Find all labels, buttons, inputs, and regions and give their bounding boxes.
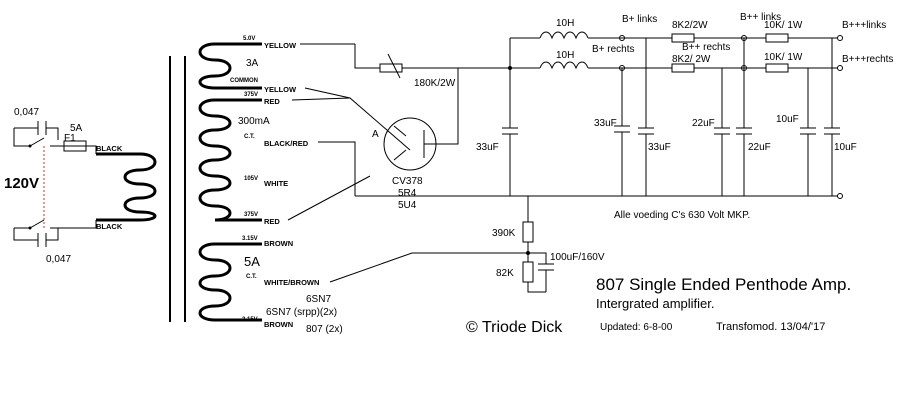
cap-c4: 22uF [692, 68, 730, 196]
bias-network: 390K 82K 100uF/160V [492, 196, 605, 293]
v-315-top: 3.15V [242, 236, 258, 242]
capacitor-note: Alle voeding C's 630 Volt MKP. [614, 210, 750, 221]
bias-cap: 100uF/160V [550, 252, 605, 263]
wire-bottom-black: BLACK [96, 222, 123, 231]
title-block: 807 Single Ended Penthode Amp. Intergrat… [466, 275, 851, 336]
cap-top-label: 0,047 [14, 107, 39, 118]
anode-label: A [372, 129, 379, 140]
v-105: 105V [244, 176, 258, 182]
v-315-bottom: 3.15V [242, 317, 258, 323]
wire-yellow-2: YELLOW [264, 85, 297, 94]
wire-white-brown: WHITE/BROWN [264, 278, 319, 287]
copyright: © Triode Dick [466, 319, 563, 336]
wire-white: WHITE [264, 179, 288, 188]
bleeder-resistor: 180K/2W [414, 78, 456, 89]
current-300ma: 300mA [238, 116, 270, 127]
cap-c3: 33uF [638, 38, 671, 196]
label-common: COMMON [230, 78, 258, 84]
rectifier-name: CV378 [392, 176, 423, 187]
primary-coil [96, 152, 157, 222]
bias-r2: 82K [496, 268, 514, 279]
mains-section: 120V 0,047 5A F1 BLACK 0,047 BLACK [4, 107, 157, 265]
b2-right: B++ rechts [682, 42, 730, 53]
cap-c3-label: 33uF [648, 142, 671, 153]
bias-r1: 390K [492, 228, 516, 239]
wire-red-1: RED [264, 97, 280, 106]
current-5a: 5A [244, 254, 260, 269]
choke-bottom: 10H [556, 50, 574, 61]
cap-c6-label: 10uF [776, 114, 799, 125]
cap-c5: 22uF [736, 38, 771, 196]
title-main: 807 Single Ended Penthode Amp. [596, 275, 851, 294]
hv-ct: C.T. [244, 134, 255, 140]
resistor-r1: 8K2/2W [672, 20, 708, 31]
fil-ct: C.T. [246, 274, 257, 280]
fuse-label: F1 [64, 133, 76, 144]
wire-brown-2: BROWN [264, 320, 293, 329]
resistor-r2: 8K2/ 2W [672, 54, 711, 65]
b3-right: B+++rechts [842, 54, 893, 65]
supply-filter: 10H 8K2/2W 10K/ 1W B+ links B++ links B+… [476, 12, 893, 221]
v-5v: 5.0V [243, 36, 255, 42]
wire-red-2: RED [264, 217, 280, 226]
wire-top-black: BLACK [96, 144, 123, 153]
cap-bottom-label: 0,047 [46, 254, 71, 265]
cap-c6: 10uF [776, 68, 816, 196]
v-375-bottom: 375V [244, 212, 258, 218]
cap-c5-label: 22uF [748, 142, 771, 153]
cap-c4-label: 22uF [692, 118, 715, 129]
secondary-filament: 3.15V BROWN 5A C.T. WHITE/BROWN 3.15V BR… [198, 236, 528, 335]
choke-top: 10H [556, 18, 574, 29]
rectifier-alt1: 5R4 [398, 188, 417, 199]
title-sub: Intergrated amplifier. [596, 296, 715, 311]
wire-yellow-1: YELLOW [264, 41, 297, 50]
tube-6sn7: 6SN7 [306, 294, 331, 305]
b1-left: B+ links [622, 14, 657, 25]
b1-right: B+ rechts [592, 44, 635, 55]
cap-c2-label: 33uF [594, 118, 617, 129]
cap-c1-label: 33uF [476, 142, 499, 153]
rectifier-alt2: 5U4 [398, 200, 417, 211]
resistor-r4: 10K/ 1W [764, 52, 803, 63]
cap-c7: 10uF [824, 38, 857, 196]
transformed-date: Transfomod. 13/04/'17 [716, 321, 825, 333]
tube-6sn7-srpp: 6SN7 (srpp)(2x) [266, 307, 337, 318]
wire-brown-1: BROWN [264, 239, 293, 248]
cap-c1: 33uF [476, 68, 518, 196]
b2-left: B++ links [740, 12, 781, 23]
current-3a: 3A [246, 58, 259, 69]
fuse-rating: 5A [70, 123, 83, 134]
mains-voltage: 120V [4, 175, 39, 192]
b3-left: B+++links [842, 20, 886, 31]
updated-date: Updated: 6-8-00 [600, 322, 673, 333]
cap-c7-label: 10uF [834, 142, 857, 153]
wire-black-red: BLACK/RED [264, 139, 309, 148]
v-375-top: 375V [244, 92, 258, 98]
cap-c2: 33uF [594, 68, 630, 196]
resistor-r3: 10K/ 1W [764, 20, 803, 31]
tube-807: 807 (2x) [306, 324, 343, 335]
secondary-hv: 375V RED 300mA C.T. BLACK/RED 105V WHITE… [198, 92, 371, 226]
rectifier-tube: A CV378 5R4 5U4 180K/2W [354, 44, 512, 211]
